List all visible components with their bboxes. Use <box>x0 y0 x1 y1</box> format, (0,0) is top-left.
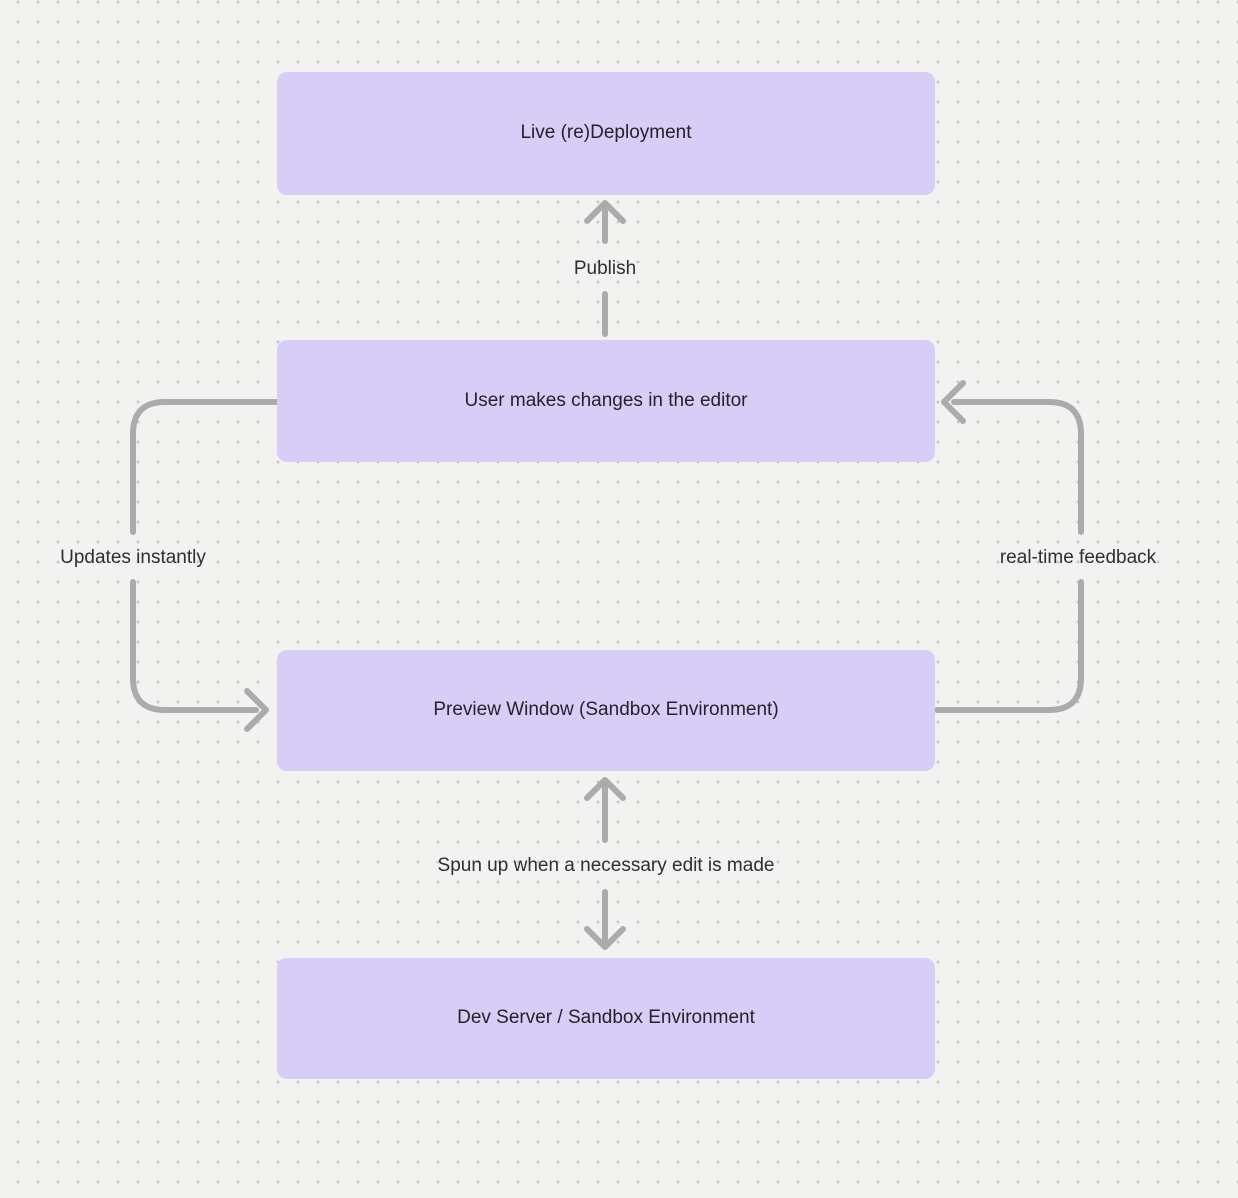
edge-label-updates-instantly: Updates instantly <box>60 547 206 568</box>
edge-label-realtime-feedback: real-time feedback <box>999 547 1157 568</box>
edge-label-publish: Publish <box>573 258 637 279</box>
node-label: Live (re)Deployment <box>520 122 692 144</box>
node-live-deployment[interactable]: Live (re)Deployment <box>277 72 935 195</box>
node-label: Dev Server / Sandbox Environment <box>457 1007 755 1029</box>
node-label: Preview Window (Sandbox Environment) <box>433 699 779 721</box>
arrowhead-up-icon <box>584 200 626 224</box>
arrowhead-down-icon <box>584 926 626 950</box>
edge-label-spun-up: Spun up when a necessary edit is made <box>437 855 775 876</box>
arrowhead-left-icon <box>941 380 966 424</box>
node-dev-server[interactable]: Dev Server / Sandbox Environment <box>277 958 935 1079</box>
arrowhead-up-icon <box>584 777 626 801</box>
arrowhead-right-icon <box>244 688 269 732</box>
node-preview-window[interactable]: Preview Window (Sandbox Environment) <box>277 650 935 771</box>
node-label: User makes changes in the editor <box>464 389 748 411</box>
node-user-editor[interactable]: User makes changes in the editor <box>277 340 935 462</box>
